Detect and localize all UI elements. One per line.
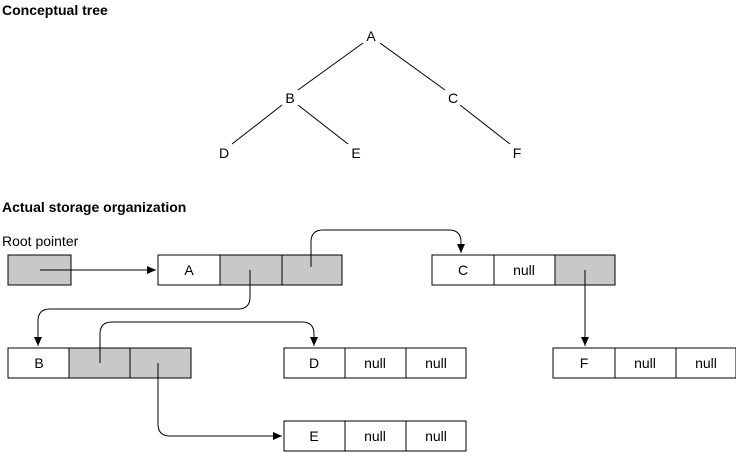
- node-b-right-pointer: [129, 347, 192, 379]
- tree-node-e: E: [351, 145, 360, 161]
- node-e-null-left-label: null: [364, 428, 386, 444]
- storage-organization-heading: Actual storage organization: [2, 199, 187, 215]
- b-to-e-arrow: [157, 363, 282, 440]
- node-d-data-cell: [283, 347, 346, 379]
- node-f-null-right-label: null: [695, 355, 717, 371]
- node-c-label: C: [458, 262, 468, 278]
- node-f-left-null: [614, 347, 677, 379]
- node-e-right-null: [405, 420, 467, 452]
- node-b-label: B: [34, 355, 43, 371]
- tree-node-f: F: [513, 145, 522, 161]
- storage-node-e: E null null: [283, 420, 467, 452]
- node-b-data-cell: [7, 347, 70, 379]
- tree-edge-c-f: [459, 104, 511, 145]
- node-f-label: F: [580, 355, 589, 371]
- tree-edge-b-e: [297, 104, 349, 145]
- node-a-data-cell: [157, 254, 221, 286]
- node-f-null-left-label: null: [634, 355, 656, 371]
- node-e-left-null: [344, 420, 407, 452]
- node-d-right-null: [405, 347, 467, 379]
- tree-node-c: C: [448, 90, 458, 106]
- tree-edge-b-d: [231, 104, 283, 145]
- node-c-null-label: null: [513, 262, 535, 278]
- storage-node-f: F null null: [552, 347, 736, 379]
- storage-node-d: D null null: [283, 347, 467, 379]
- tree-node-b: B: [285, 90, 294, 106]
- node-d-left-null: [344, 347, 407, 379]
- root-pointer-label: Root pointer: [2, 233, 79, 249]
- storage-node-c: C null: [431, 254, 616, 286]
- node-a-right-pointer: [281, 254, 343, 286]
- a-to-c-arrow: [310, 229, 465, 267]
- tree-edge-a-c: [379, 42, 446, 91]
- node-f-right-null: [675, 347, 736, 379]
- node-e-null-right-label: null: [425, 428, 447, 444]
- conceptual-tree-heading: Conceptual tree: [2, 2, 108, 18]
- tree-node-a: A: [366, 28, 376, 44]
- node-d-label: D: [309, 355, 319, 371]
- node-d-null-right-label: null: [425, 355, 447, 371]
- a-to-b-arrow: [34, 270, 251, 346]
- node-a-left-pointer: [219, 254, 283, 286]
- node-e-data-cell: [283, 420, 346, 452]
- node-e-label: E: [309, 428, 318, 444]
- tree-edge-a-b: [297, 42, 364, 91]
- node-a-label: A: [184, 262, 194, 278]
- tree-node-d: D: [219, 145, 229, 161]
- node-d-null-left-label: null: [364, 355, 386, 371]
- b-to-d-arrow: [99, 321, 318, 363]
- storage-node-a: A: [157, 254, 343, 286]
- node-f-data-cell: [552, 347, 616, 379]
- tree-edges: [231, 42, 511, 145]
